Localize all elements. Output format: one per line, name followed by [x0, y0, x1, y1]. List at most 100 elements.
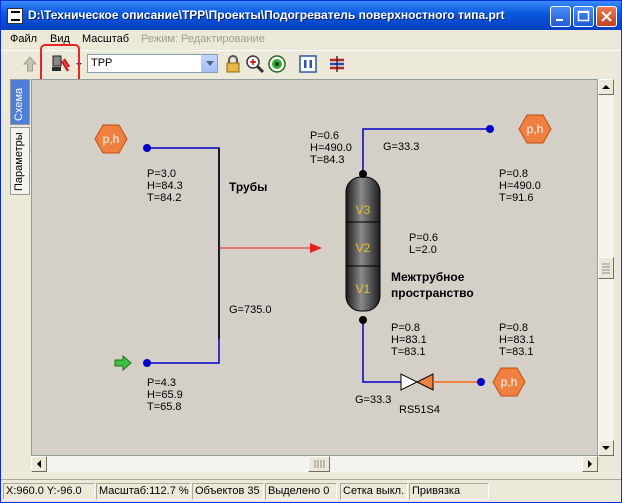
zoom-in-icon[interactable] [244, 53, 266, 75]
vessel-top-h: H=490.0 [310, 142, 352, 154]
scroll-down-button[interactable] [598, 440, 614, 456]
menu-bar: Файл Вид Масштаб Режим: Редактирование [1, 30, 621, 50]
close-button[interactable] [596, 6, 617, 27]
valve-name-label: RS51S4 [399, 404, 440, 416]
left-top-t: T=84.2 [147, 192, 182, 204]
pipe-vessel-top[interactable] [362, 128, 490, 174]
scroll-right-icon [588, 460, 592, 468]
valve-out-t: T=83.1 [499, 346, 534, 358]
tab-scheme[interactable]: Схема [10, 79, 30, 125]
left-top-h: H=84.3 [147, 180, 183, 192]
vessel-params: P=0.6 L=2.0 [409, 232, 441, 256]
lock-icon[interactable] [222, 53, 244, 75]
menu-scale[interactable]: Масштаб [82, 33, 130, 45]
menu-file[interactable]: Файл [10, 33, 38, 45]
scroll-left-button[interactable] [31, 456, 47, 472]
status-coords: X:960.0 Y:-96.0 [3, 483, 95, 500]
scheme-canvas[interactable]: p,h P=3.0 H=84.3 T=84.2 Трубы G=735.0 P=… [31, 79, 598, 456]
valve-in-h: H=83.1 [391, 334, 427, 346]
node-vessel-bottom[interactable] [359, 316, 367, 324]
vessel-top-params: P=0.6 H=490.0 T=84.3 [310, 130, 355, 166]
left-bottom-params: P=4.3 H=65.9 T=65.8 [147, 377, 186, 413]
inlet-arrow-icon[interactable] [114, 354, 132, 372]
flow-bottom-label: G=33.3 [355, 394, 391, 406]
pipes-label: Трубы [229, 180, 267, 194]
valve-in-p: P=0.8 [391, 322, 420, 334]
title-bar[interactable]: D:\Техническое описание\TPP\Проекты\Подо… [1, 1, 621, 30]
source-right-top-hexagon[interactable] [518, 114, 552, 144]
node-right-top[interactable] [486, 125, 494, 133]
vertical-scroll-thumb[interactable] [598, 257, 614, 279]
app-icon[interactable] [7, 8, 23, 24]
source-right-top-label: p,h [527, 122, 544, 136]
menu-view[interactable]: Вид [50, 33, 70, 45]
minimize-button[interactable] [550, 6, 571, 27]
status-zoom: Масштаб:112.7 % [96, 483, 191, 500]
zone-v3-label: V3 [356, 203, 371, 217]
status-objects: Объектов 35 [192, 483, 264, 500]
valve-in-t: T=83.1 [391, 346, 426, 358]
exchange-icon[interactable] [326, 53, 348, 75]
left-bottom-t: T=65.8 [147, 401, 182, 413]
status-selected: Выделено 0 [265, 483, 337, 500]
vertical-scrollbar[interactable] [598, 79, 614, 456]
heat-link-arrow [310, 243, 322, 253]
window-title: D:\Техническое описание\TPP\Проекты\Подо… [28, 8, 505, 22]
right-top-h: H=490.0 [499, 180, 541, 192]
flow-left-label: G=735.0 [229, 304, 272, 316]
shell-space-label: Межтрубное пространство [391, 270, 474, 300]
right-top-t: T=91.6 [499, 192, 534, 204]
vessel-l: L=2.0 [409, 244, 437, 256]
zone-v2-label: V2 [356, 241, 371, 255]
tools-icon[interactable] [49, 53, 71, 75]
node-vessel-top[interactable] [359, 170, 367, 178]
right-top-p: P=0.8 [499, 168, 528, 180]
source-right-bottom-hexagon[interactable] [492, 367, 526, 397]
grip-icon [602, 263, 610, 274]
node-right-bottom[interactable] [477, 378, 485, 386]
chevron-down-icon[interactable] [201, 55, 217, 72]
valve-right-half[interactable] [415, 373, 434, 391]
shell-label-line2: пространство [391, 286, 474, 300]
node-left-bottom[interactable] [143, 359, 151, 367]
maximize-button[interactable] [573, 6, 594, 27]
vessel-top-t: T=84.3 [310, 154, 345, 166]
valve-in-params: P=0.8 H=83.1 T=83.1 [391, 322, 430, 358]
maximize-icon [577, 10, 590, 22]
scroll-up-button[interactable] [598, 79, 614, 95]
scheme-select-value: TPP [91, 57, 113, 69]
node-left-top[interactable] [143, 144, 151, 152]
valve-out-h: H=83.1 [499, 334, 535, 346]
left-bottom-p: P=4.3 [147, 377, 176, 389]
source-left-hexagon[interactable] [94, 124, 128, 154]
tab-params-label: Параметры [13, 132, 25, 191]
pipe-vessel-bottom[interactable] [362, 321, 401, 383]
source-right-bottom-label: p,h [501, 375, 518, 389]
scroll-left-icon [37, 460, 41, 468]
menu-mode[interactable]: Режим: Редактирование [141, 33, 265, 45]
status-grid[interactable]: Сетка выкл. [340, 483, 408, 500]
flow-top-label: G=33.3 [383, 141, 419, 153]
minimize-icon [556, 19, 563, 21]
status-bar: X:960.0 Y:-96.0 Масштаб:112.7 % Объектов… [1, 479, 621, 502]
tab-params[interactable]: Параметры [10, 127, 30, 195]
tab-scheme-label: Схема [13, 87, 25, 121]
close-icon [601, 11, 612, 22]
status-snap[interactable]: Привязка [409, 483, 489, 500]
vessel-p: P=0.6 [409, 232, 438, 244]
target-icon[interactable] [266, 53, 288, 75]
pause-icon[interactable] [297, 53, 319, 75]
scroll-right-button[interactable] [582, 456, 598, 472]
valve-out-params: P=0.8 H=83.1 T=83.1 [499, 322, 538, 358]
up-arrow-icon[interactable] [19, 53, 41, 75]
scroll-up-icon [602, 85, 610, 89]
valve-left-half[interactable] [400, 373, 419, 391]
vessel-top-p: P=0.6 [310, 130, 339, 142]
scheme-select[interactable]: TPP [87, 54, 218, 73]
left-bottom-h: H=65.9 [147, 389, 183, 401]
horizontal-scrollbar[interactable] [31, 456, 598, 472]
horizontal-scroll-thumb[interactable] [308, 456, 330, 472]
side-tabs: Схема Параметры [10, 79, 30, 479]
scheme-diagram[interactable]: p,h P=3.0 H=84.3 T=84.2 Трубы G=735.0 P=… [32, 80, 598, 456]
